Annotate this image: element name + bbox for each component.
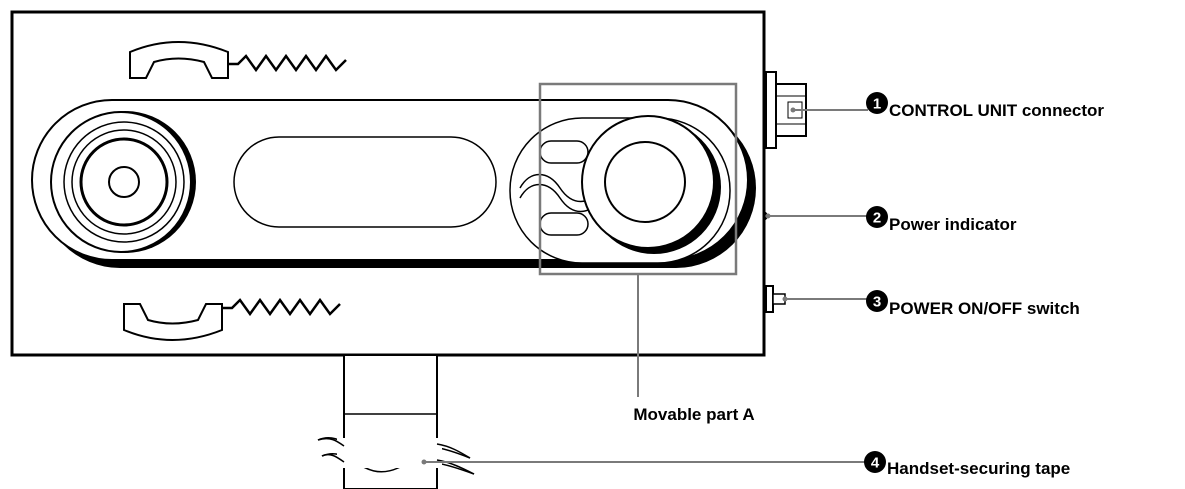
callout-4: 4 Handset-securing tape xyxy=(864,451,1070,478)
handset-icon-bottom xyxy=(123,297,341,341)
power-switch xyxy=(765,285,786,313)
callout-label-2: Power indicator xyxy=(889,215,1017,234)
svg-text:3: 3 xyxy=(873,294,881,311)
callout-1: 1 CONTROL UNIT connector xyxy=(866,92,1104,120)
left-knob xyxy=(50,111,196,253)
callout-badge-4 xyxy=(864,451,886,473)
handset-icon-top xyxy=(129,41,347,79)
callout-2: 2 Power indicator xyxy=(866,206,1017,234)
svg-text:1: 1 xyxy=(873,96,881,113)
callout-badge-2 xyxy=(866,206,888,228)
right-knob xyxy=(581,115,721,254)
movable-part-a-label: Movable part A xyxy=(633,405,754,424)
securing-tape xyxy=(317,354,475,489)
callout-3: 3 POWER ON/OFF switch xyxy=(866,290,1080,318)
callout-label-4: Handset-securing tape xyxy=(887,459,1070,478)
center-slot xyxy=(233,136,497,228)
callout-label-3: POWER ON/OFF switch xyxy=(889,299,1080,318)
callout-label-1: CONTROL UNIT connector xyxy=(889,101,1104,120)
svg-text:2: 2 xyxy=(873,210,881,227)
callout-badge-1 xyxy=(866,92,888,114)
svg-text:4: 4 xyxy=(871,455,880,472)
callout-badge-3 xyxy=(866,290,888,312)
